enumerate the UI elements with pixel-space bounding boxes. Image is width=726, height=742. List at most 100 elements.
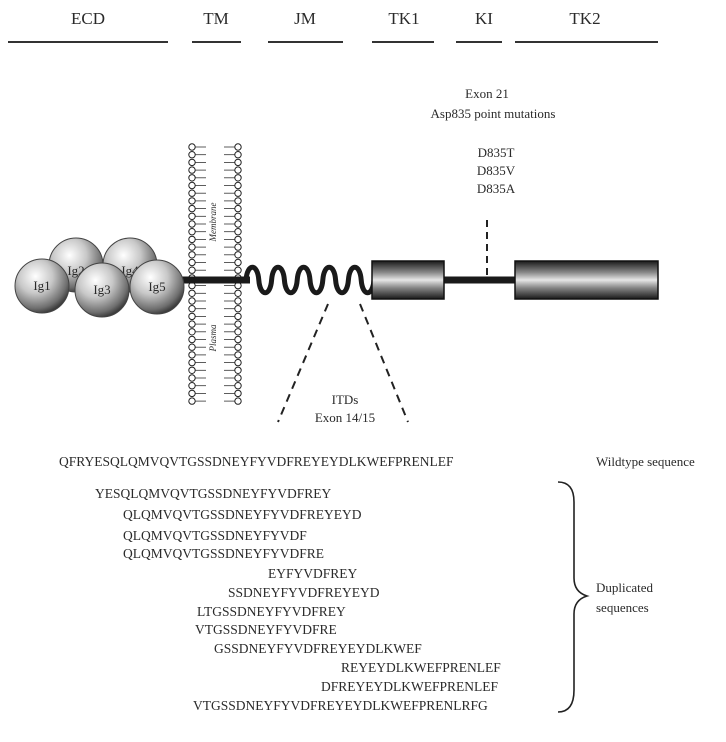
lipid-head <box>188 320 196 328</box>
lipid-head <box>188 235 196 244</box>
tk1-domain-cylinder <box>371 260 445 300</box>
lipid-head <box>188 174 196 182</box>
wildtype-label: Wildtype sequence <box>596 454 695 469</box>
lipid-head <box>188 151 196 159</box>
lipid-head <box>234 243 242 251</box>
lipid-head <box>234 328 242 336</box>
ig1-label: Ig1 <box>33 278 50 293</box>
lipid-head <box>188 266 196 274</box>
duplicated-sequence: QLQMVQVTGSSDNEYFYVDF <box>123 528 307 543</box>
lipid-head <box>234 366 242 374</box>
duplicated-sequence: GSSDNEYFYVDFREYEYDLKWEF <box>214 641 422 656</box>
mutation-d835t: D835T <box>478 145 515 160</box>
membrane-label: Membrane <box>208 203 218 243</box>
ig3-sphere <box>74 262 130 318</box>
ig3-label: Ig3 <box>93 282 110 297</box>
lipid-head <box>188 351 196 359</box>
exon21-title: Exon 21 <box>465 86 509 101</box>
domain-label-jm: JM <box>294 9 316 28</box>
lipid-head <box>234 266 242 274</box>
lipid-head <box>188 389 196 398</box>
duplicated-sequence: REYEYDLKWEFPRENLEF <box>341 660 501 675</box>
itd-title: ITDs <box>332 392 359 407</box>
domain-label-tm: TM <box>203 9 229 28</box>
ig5-sphere <box>129 259 185 315</box>
duplicated-sequence: QLQMVQVTGSSDNEYFYVDFRE <box>123 546 324 561</box>
lipid-head <box>188 312 196 321</box>
domain-label-ki: KI <box>475 9 493 28</box>
lipid-head <box>188 166 196 174</box>
tk2-domain-cylinder <box>514 260 659 300</box>
duplicated-sequence: EYFYVDFREY <box>268 566 358 581</box>
itd-annotation: ITDs Exon 14/15 <box>277 303 409 425</box>
plasma-membrane <box>188 143 242 405</box>
lipid-head <box>188 397 196 405</box>
lipid-head <box>188 251 196 259</box>
domain-label-tk2: TK2 <box>569 9 600 28</box>
lipid-head <box>234 220 242 228</box>
duplicated-sequence: VTGSSDNEYFYVDFRE <box>195 622 337 637</box>
duplicated-label-line1: Duplicated <box>596 580 654 595</box>
duplicated-sequence: SSDNEYFYVDFREYEYD <box>228 585 380 600</box>
duplicated-label-line2: sequences <box>596 600 649 615</box>
lipid-head <box>234 351 242 359</box>
itd-subtitle: Exon 14/15 <box>315 410 375 425</box>
lipid-head <box>234 343 242 351</box>
lipid-head <box>234 228 242 236</box>
lipid-head <box>188 189 196 197</box>
lipid-head <box>234 197 242 205</box>
lipid-head <box>234 397 242 405</box>
domain-header: ECD TM JM TK1 KI TK2 <box>8 9 658 43</box>
lipid-head <box>188 243 196 251</box>
duplicated-sequence: LTGSSDNEYFYVDFREY <box>197 604 346 619</box>
lipid-head <box>234 305 242 313</box>
duplicated-sequence: DFREYEYDLKWEFPRENLEF <box>321 679 498 694</box>
lipid-head <box>188 382 196 390</box>
mutation-d835v: D835V <box>477 163 516 178</box>
lipid-head <box>234 382 242 390</box>
lipid-head <box>234 289 242 297</box>
lipid-head <box>234 189 242 197</box>
lipid-head <box>234 158 242 167</box>
lipid-head <box>188 143 196 151</box>
lipid-head <box>234 258 242 267</box>
lipid-head <box>234 212 242 221</box>
lipid-head <box>234 174 242 182</box>
itd-pointer-right <box>359 303 409 423</box>
lipid-head <box>234 181 242 190</box>
lipid-head <box>188 181 196 190</box>
duplicated-sequences: YESQLQMVQVTGSSDNEYFYVDFREY QLQMVQVTGSSDN… <box>95 486 501 713</box>
ig5-label: Ig5 <box>148 279 165 294</box>
lipid-head <box>188 197 196 205</box>
exon21-annotation: Exon 21 Asp835 point mutations D835T D83… <box>431 86 555 275</box>
lipid-head <box>234 297 242 305</box>
domain-label-tk1: TK1 <box>388 9 419 28</box>
lipid-head <box>188 204 196 213</box>
lipid-head <box>234 312 242 321</box>
itd-pointer-left <box>277 303 329 423</box>
duplicated-sequence: YESQLQMVQVTGSSDNEYFYVDFREY <box>95 486 332 501</box>
duplicated-sequence: VTGSSDNEYFYVDFREYEYDLKWEFPRENLRFG <box>193 698 488 713</box>
lipid-head <box>188 374 196 382</box>
lipid-head <box>188 358 196 367</box>
ig1-sphere <box>14 258 70 314</box>
lipid-head <box>234 235 242 244</box>
lipid-head <box>188 335 196 344</box>
lipid-head <box>188 328 196 336</box>
lipid-head <box>234 151 242 159</box>
lipid-head <box>188 297 196 305</box>
duplicated-sequence: QLQMVQVTGSSDNEYFYVDFREYEYD <box>123 507 362 522</box>
wildtype-sequence: QFRYESQLQMVQVTGSSDNEYFYVDFREYEYDLKWEFPRE… <box>59 454 454 469</box>
lipid-head <box>234 251 242 259</box>
plasma-label: Plasma <box>208 324 218 353</box>
lipid-head <box>188 212 196 221</box>
lipid-head <box>188 158 196 167</box>
lipid-head <box>188 228 196 236</box>
lipid-head <box>234 166 242 174</box>
lipid-head <box>188 220 196 228</box>
lipid-head <box>234 389 242 398</box>
juxtamembrane-coil <box>243 264 377 296</box>
lipid-head <box>234 143 242 151</box>
duplicated-brace <box>557 481 590 713</box>
